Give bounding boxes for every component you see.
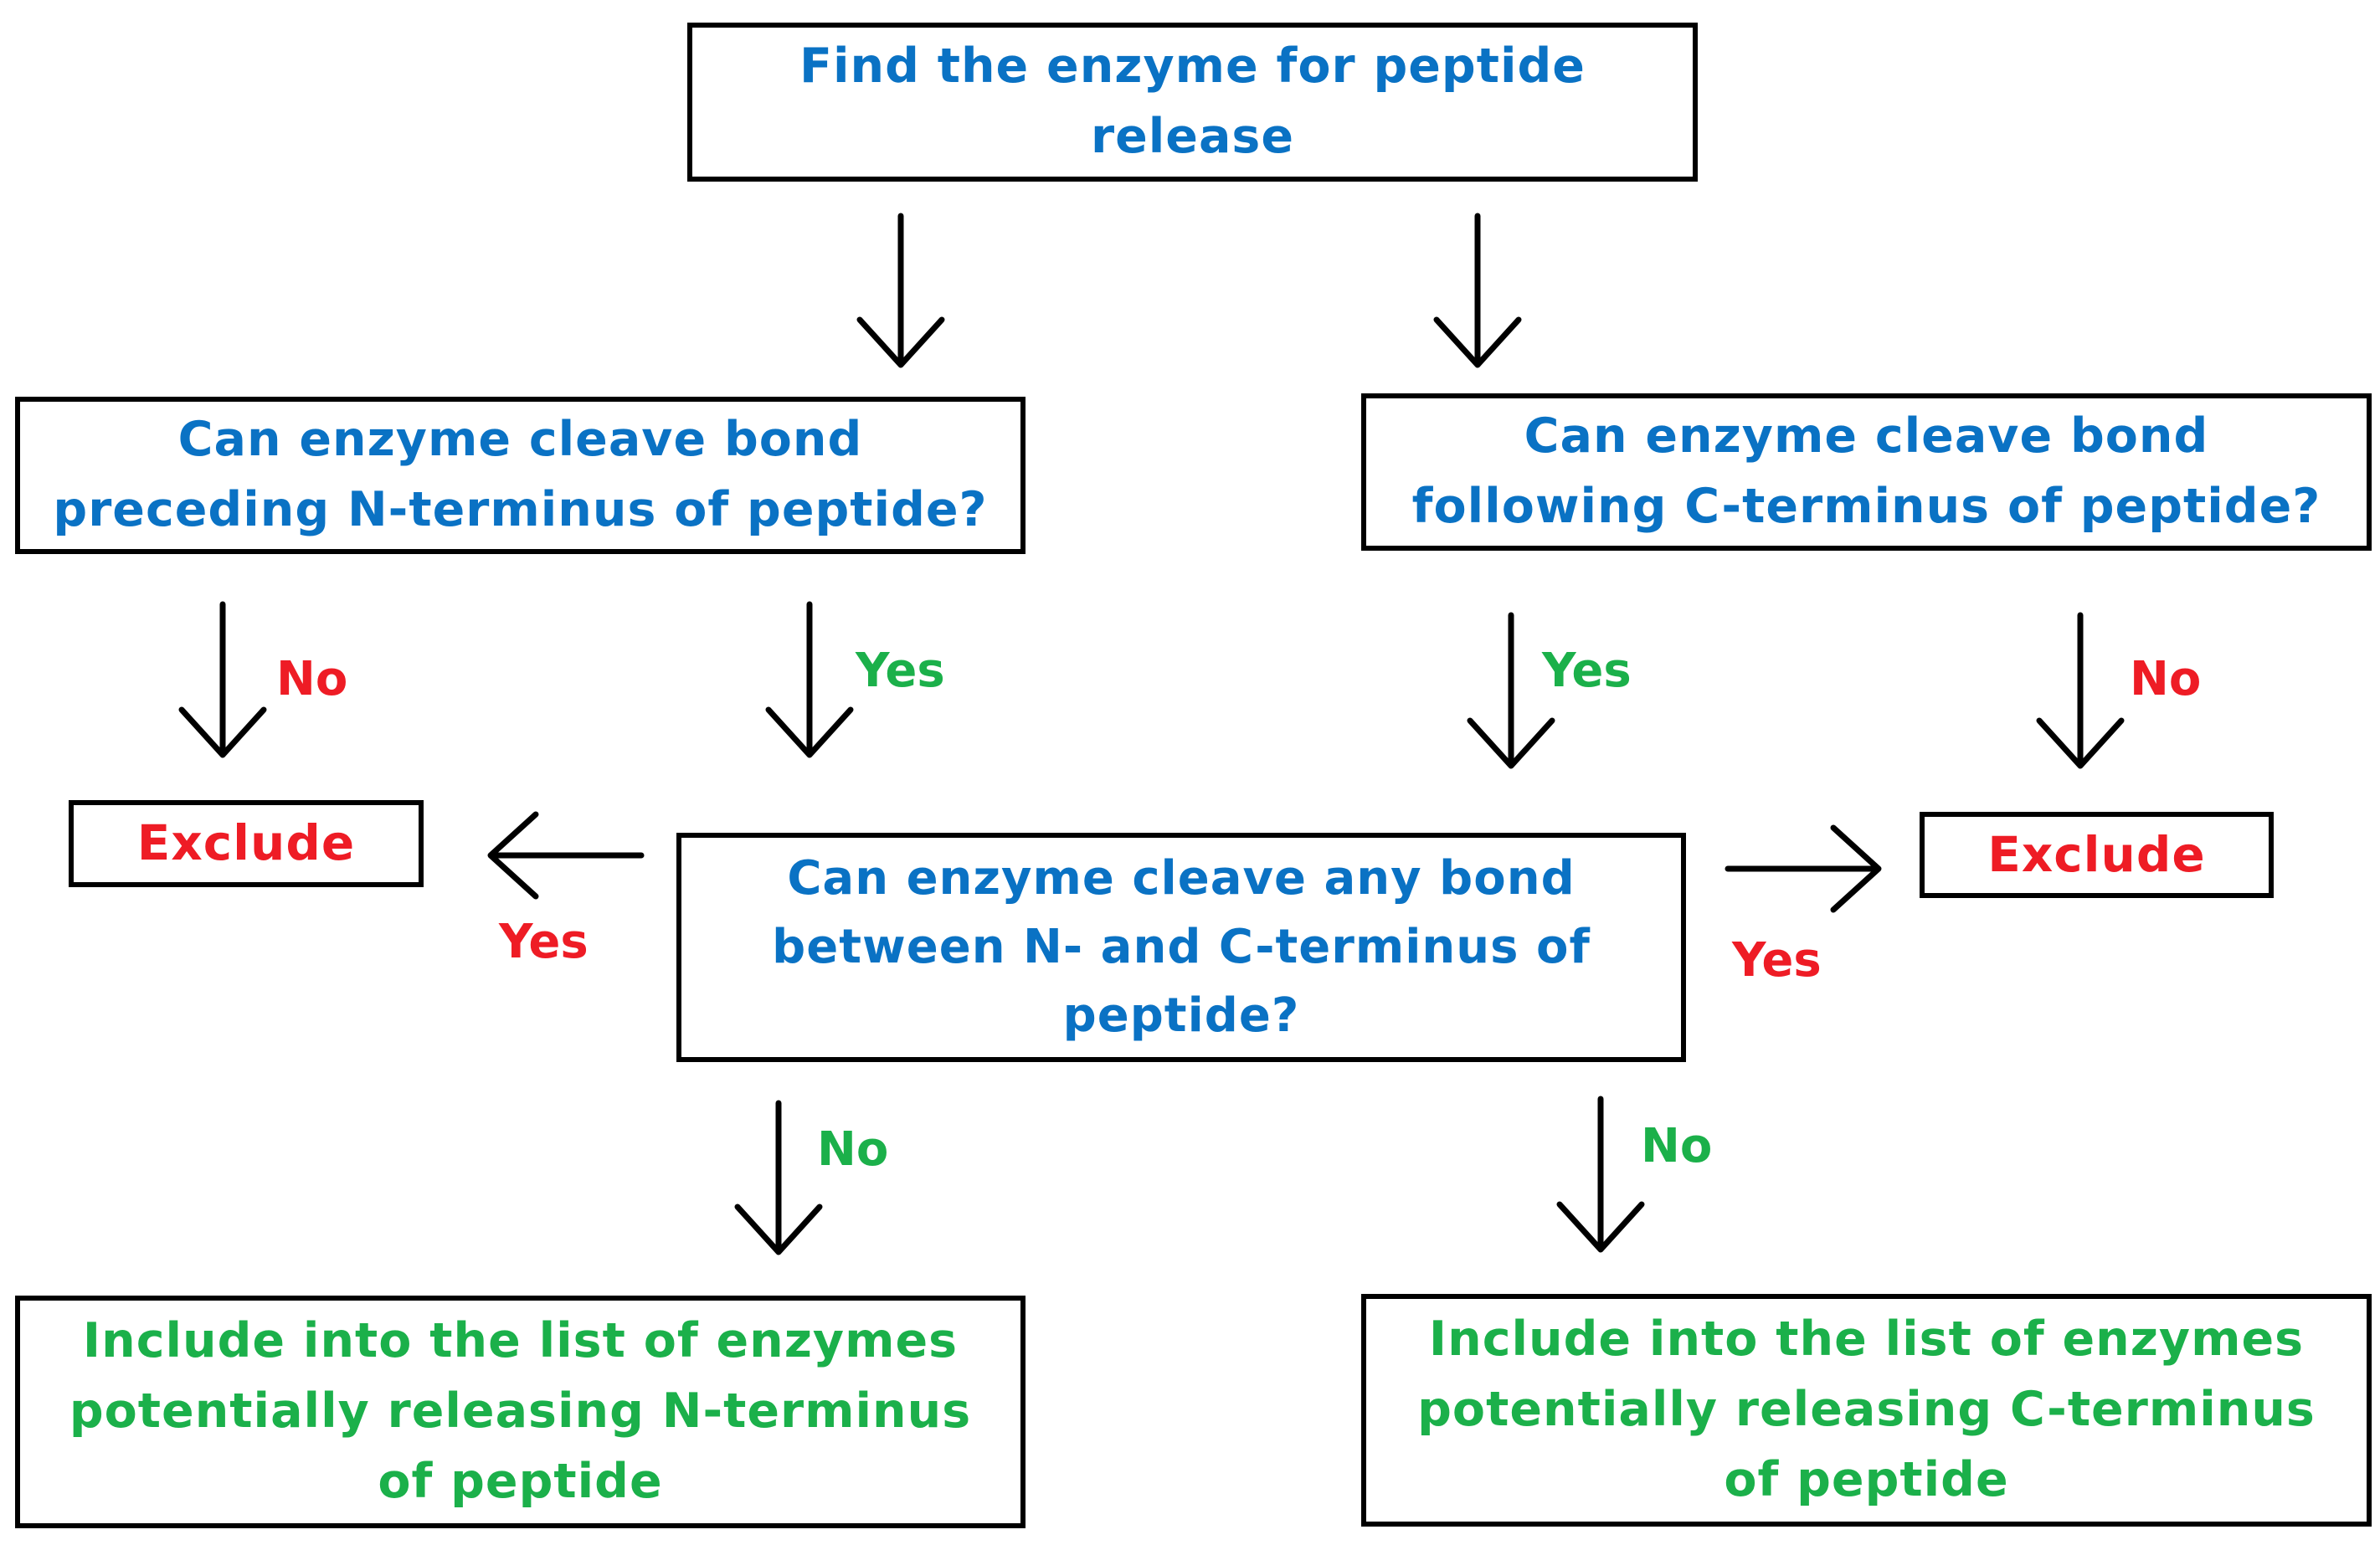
arrow-middle-no-to-include-n	[734, 1100, 823, 1255]
arrow-c-yes-to-middle	[1467, 612, 1555, 769]
arrow-n-no-to-exclude	[178, 601, 267, 758]
include-c-text: Include into the list of enzymes potenti…	[1417, 1311, 2316, 1507]
exclude-left-text: Exclude	[136, 814, 356, 872]
n-terminus-question-text: Can enzyme cleave bond preceding N-termi…	[53, 412, 988, 537]
exclude-right-box: Exclude	[1920, 812, 2274, 898]
arrow-start-to-n-question	[856, 213, 945, 368]
edge-label-middle-right-yes: Yes	[1732, 933, 1822, 988]
arrow-c-no-to-exclude	[2036, 612, 2125, 769]
edge-label-right-no: No	[2130, 652, 2202, 706]
start-box-text: Find the enzyme for peptide release	[799, 38, 1586, 164]
edge-label-right-yes: Yes	[1542, 644, 1632, 698]
arrow-middle-no-to-include-c	[1556, 1096, 1645, 1253]
edge-label-left-no: No	[276, 652, 348, 706]
include-c-box: Include into the list of enzymes potenti…	[1361, 1294, 2372, 1527]
edge-label-middle-left-yes: Yes	[499, 915, 589, 969]
start-box: Find the enzyme for peptide release	[687, 23, 1698, 182]
arrow-start-to-c-question	[1433, 213, 1522, 368]
include-n-text: Include into the list of enzymes potenti…	[69, 1313, 972, 1509]
arrow-middle-yes-to-exclude-left	[487, 811, 645, 900]
n-terminus-question-box: Can enzyme cleave bond preceding N-termi…	[15, 397, 1026, 554]
middle-question-text: Can enzyme cleave any bond between N- an…	[772, 850, 1591, 1044]
include-n-box: Include into the list of enzymes potenti…	[15, 1296, 1026, 1528]
edge-label-left-yes: Yes	[856, 644, 945, 698]
middle-question-box: Can enzyme cleave any bond between N- an…	[676, 833, 1686, 1062]
edge-label-bottom-right-no: No	[1641, 1119, 1713, 1173]
c-terminus-question-text: Can enzyme cleave bond following C-termi…	[1411, 408, 2321, 534]
c-terminus-question-box: Can enzyme cleave bond following C-termi…	[1361, 393, 2372, 551]
edge-label-bottom-left-no: No	[817, 1122, 889, 1177]
exclude-right-text: Exclude	[1987, 825, 2206, 883]
exclude-left-box: Exclude	[69, 800, 424, 887]
arrow-n-yes-to-middle	[765, 601, 854, 758]
arrow-middle-yes-to-exclude-right	[1725, 824, 1882, 913]
